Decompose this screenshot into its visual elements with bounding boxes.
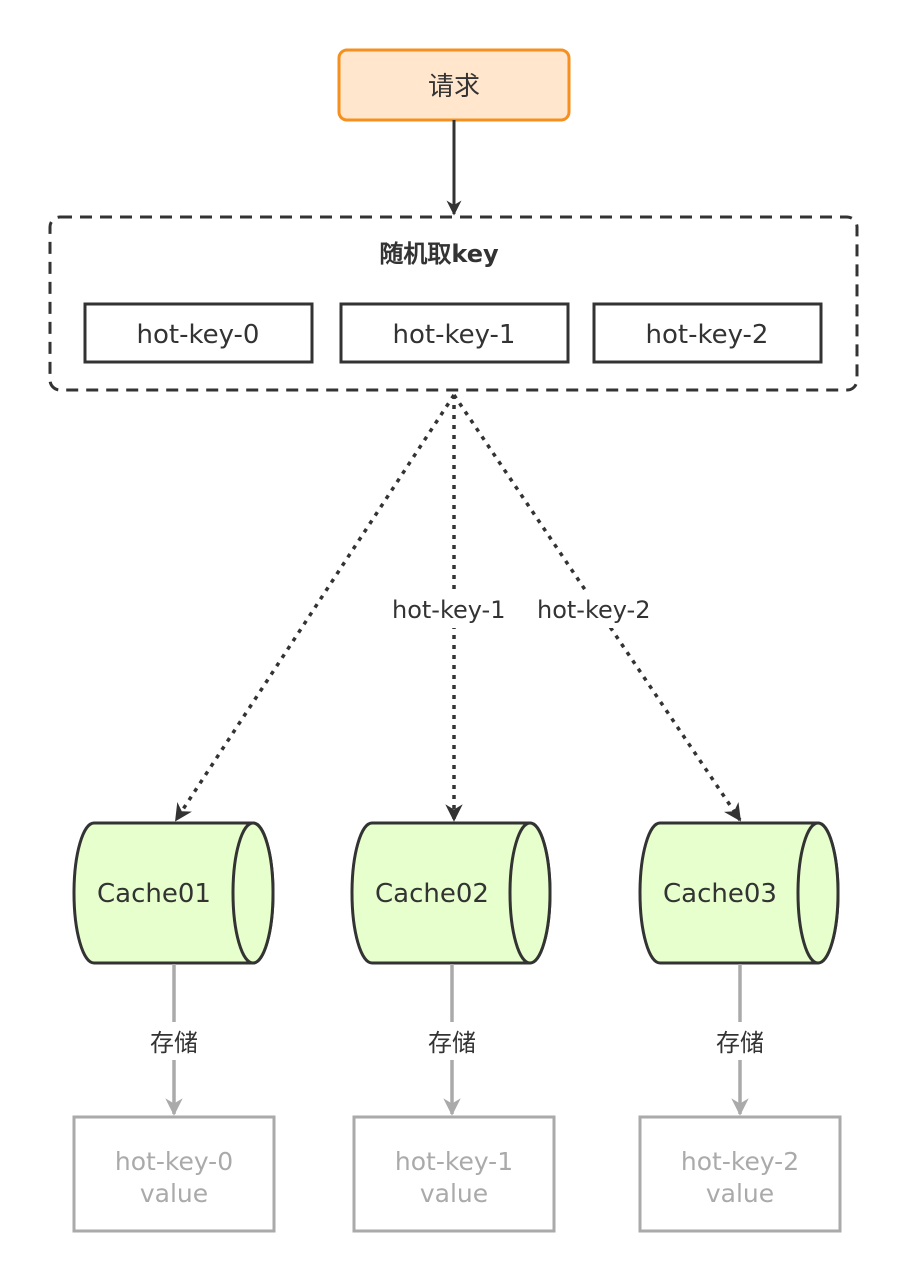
value-box-2: hot-key-2 value bbox=[638, 1115, 842, 1233]
hot-key-box-0 bbox=[83, 302, 314, 364]
random-key-group: 随机取key hot-key-0 hot-key-1 hot-key-2 bbox=[48, 215, 859, 392]
value-box-1: hot-key-1 value bbox=[352, 1115, 556, 1233]
cache03-label: Cache03 bbox=[663, 879, 777, 909]
cache01-label: Cache01 bbox=[97, 879, 211, 909]
value-box-0-value: value bbox=[140, 1179, 208, 1208]
value-box-1-value: value bbox=[420, 1179, 488, 1208]
hot-key-box-1-label: hot-key-1 bbox=[393, 320, 516, 350]
request-node: 请求 bbox=[337, 48, 571, 122]
store-label-1: 存储 bbox=[428, 1029, 476, 1057]
store-label-1-bg bbox=[418, 1022, 486, 1060]
hot-key-box-1 bbox=[339, 302, 570, 364]
random-key-group-border bbox=[48, 215, 859, 392]
hot-key-box-2 bbox=[592, 302, 823, 364]
store-label-0-bg bbox=[140, 1022, 208, 1060]
cache02-cylinder: Cache02 bbox=[350, 821, 552, 965]
request-label: 请求 bbox=[428, 72, 480, 102]
group-to-cache01-arrow bbox=[174, 394, 456, 822]
store-label-2: 存储 bbox=[716, 1029, 764, 1057]
value-box-0-key: hot-key-0 bbox=[115, 1147, 233, 1176]
hot-key-box-0-label: hot-key-0 bbox=[137, 320, 260, 350]
random-key-group-title: 随机取key bbox=[379, 240, 499, 268]
cache01-cylinder: Cache01 bbox=[72, 821, 275, 965]
edge-label-2-bg bbox=[534, 590, 658, 628]
edge-label-2-clip: hot-key-2 bbox=[537, 596, 650, 624]
store-label-0: 存储 bbox=[150, 1029, 198, 1057]
value-box-2-value: value bbox=[706, 1179, 774, 1208]
value-box-0: hot-key-0 value bbox=[72, 1115, 276, 1233]
store-label-2-bg bbox=[706, 1022, 774, 1060]
value-box-1-key: hot-key-1 bbox=[395, 1147, 513, 1176]
edge-label-hot-key-1: hot-key-1 bbox=[392, 596, 505, 624]
edge-label-hot-key-2: hot-key-2 bbox=[537, 596, 650, 624]
cache03-cylinder: Cache03 bbox=[638, 821, 840, 965]
value-box-2-key: hot-key-2 bbox=[681, 1147, 799, 1176]
cache02-label: Cache02 bbox=[375, 879, 489, 909]
edge-label-1-bg bbox=[389, 590, 517, 628]
hot-key-box-2-label: hot-key-2 bbox=[646, 320, 769, 350]
